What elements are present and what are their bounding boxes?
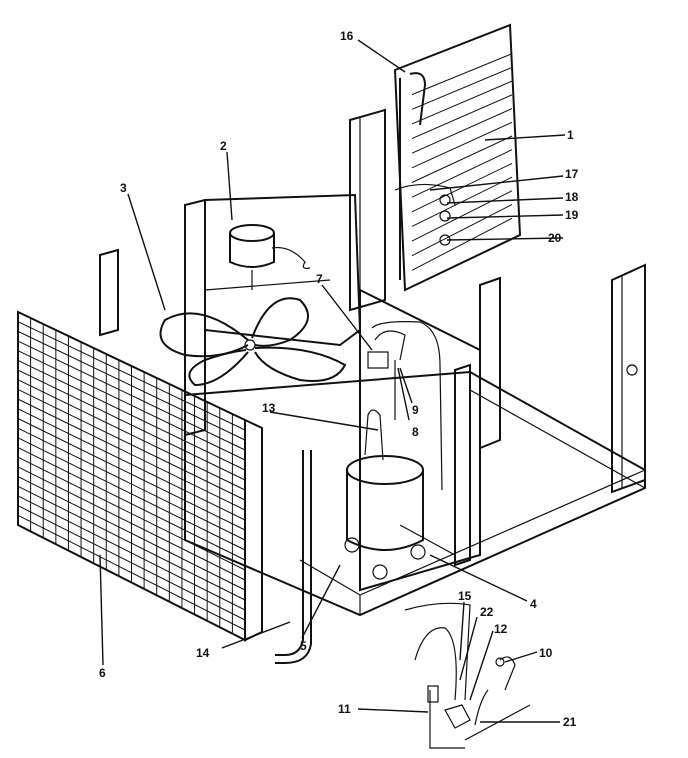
callout-8: 8 [412,425,419,439]
fan-motor [229,224,311,290]
callout-14: 14 [196,646,210,660]
fan-blade [159,297,347,387]
leader-lines [99,39,566,723]
callout-22: 22 [480,605,494,619]
callout-19: 19 [565,208,579,222]
compressor [344,409,426,580]
callout-18: 18 [565,190,579,204]
fan-shroud [204,193,362,347]
refrigerant-tubing [367,321,456,556]
callout-9: 9 [412,403,419,417]
callout-6: 6 [99,666,106,680]
callout-10: 10 [539,646,553,660]
callout-20: 20 [548,231,562,245]
condenser-coil [17,310,263,642]
callout-17: 17 [565,167,579,181]
callout-12: 12 [494,622,508,636]
callout-16: 16 [340,29,354,43]
center-partition [359,288,481,592]
callout-13: 13 [262,401,276,415]
callout-5: 5 [300,639,307,653]
electrical-harness [404,602,531,749]
callout-4: 4 [530,597,537,611]
evaporator-coil [393,23,522,292]
callout-1: 1 [567,128,574,142]
drain-tube [275,450,312,664]
callout-21: 21 [563,715,577,729]
callout-7: 7 [316,272,323,286]
callout-labels: 16 1 2 3 17 18 19 20 7 9 13 8 4 15 22 12… [99,29,579,729]
callout-11: 11 [338,702,351,716]
callout-2: 2 [220,139,227,153]
callout-3: 3 [120,181,127,195]
callout-15: 15 [458,589,472,603]
